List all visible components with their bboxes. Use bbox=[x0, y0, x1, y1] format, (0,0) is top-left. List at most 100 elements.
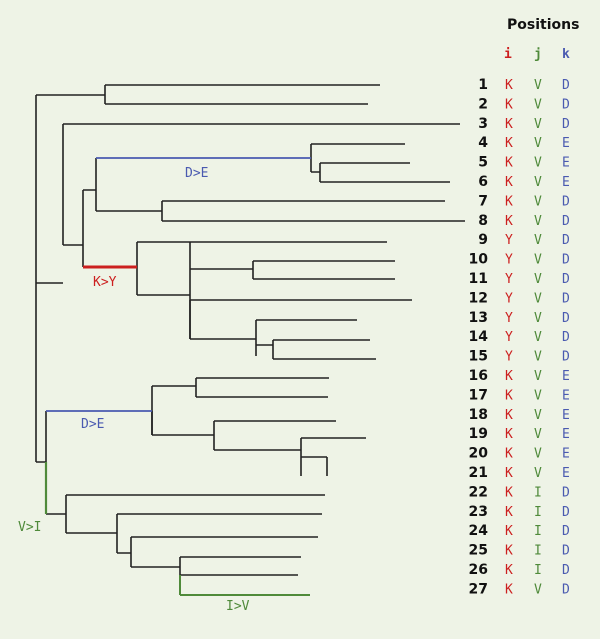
residue-i: K bbox=[505, 466, 513, 481]
node-4-8 bbox=[83, 158, 97, 211]
residue-j: V bbox=[534, 97, 542, 112]
leaf-number: 27 bbox=[469, 581, 488, 597]
residue-k: D bbox=[562, 485, 570, 500]
label-d-e-bottom: D>E bbox=[81, 417, 104, 432]
residue-j: V bbox=[534, 194, 542, 209]
residue-i: K bbox=[505, 582, 513, 597]
residue-k: D bbox=[562, 97, 570, 112]
clade-1-2 bbox=[36, 84, 380, 105]
leaf-number: 7 bbox=[478, 193, 488, 209]
leaf-number: 25 bbox=[469, 543, 488, 559]
residue-j: V bbox=[534, 330, 542, 345]
residue-i: K bbox=[505, 78, 513, 93]
residue-k: D bbox=[562, 350, 570, 365]
residue-i: K bbox=[505, 136, 513, 151]
tree-branches bbox=[35, 84, 465, 576]
residue-j: V bbox=[534, 466, 542, 481]
residue-j: V bbox=[534, 388, 542, 403]
residue-k: E bbox=[562, 388, 570, 403]
label-v-i: V>I bbox=[18, 520, 41, 535]
residue-j: V bbox=[534, 272, 542, 287]
positions-header: Positions bbox=[507, 17, 579, 33]
residue-k: D bbox=[562, 253, 570, 268]
residue-j: V bbox=[534, 253, 542, 268]
residue-j: V bbox=[534, 447, 542, 462]
residue-j: V bbox=[534, 233, 542, 248]
residue-k: D bbox=[562, 233, 570, 248]
leaf-number: 14 bbox=[469, 329, 489, 345]
leaf-number: 2 bbox=[478, 96, 488, 112]
residue-j: V bbox=[534, 311, 542, 326]
residue-i: K bbox=[505, 505, 513, 520]
leaf-number: 12 bbox=[469, 290, 488, 306]
clade-13-15 bbox=[190, 319, 376, 360]
leaf-number: 19 bbox=[469, 426, 488, 442]
leaf-number: 8 bbox=[478, 213, 488, 229]
residue-k: E bbox=[562, 427, 570, 442]
clade-7-8 bbox=[96, 200, 465, 222]
leaf-number: 23 bbox=[469, 504, 488, 520]
leaf-number: 3 bbox=[478, 116, 488, 132]
residue-i: Y bbox=[505, 233, 513, 248]
leaf-number: 11 bbox=[469, 271, 488, 287]
leaf-row: 7 K V D bbox=[478, 193, 570, 209]
residue-i: K bbox=[505, 214, 513, 229]
residue-j: I bbox=[534, 505, 542, 520]
residue-j: V bbox=[534, 136, 542, 151]
residue-k: D bbox=[562, 330, 570, 345]
clade-top-stem bbox=[36, 123, 460, 284]
node-9-15 bbox=[136, 241, 387, 295]
residue-i: Y bbox=[505, 330, 513, 345]
residue-k: E bbox=[562, 136, 570, 151]
node-lower bbox=[36, 411, 47, 514]
residue-j: V bbox=[534, 117, 542, 132]
residue-k: D bbox=[562, 194, 570, 209]
residue-j: V bbox=[534, 214, 542, 229]
leaf-number: 17 bbox=[469, 387, 488, 403]
leaf-number: 21 bbox=[469, 465, 488, 481]
clade-4-5-6 bbox=[310, 143, 450, 183]
node-25-27 bbox=[131, 556, 301, 576]
residue-k: D bbox=[562, 117, 570, 132]
node-top-inner bbox=[63, 190, 84, 267]
leaf-row: 14 Y V D bbox=[469, 329, 570, 345]
leaf-number: 6 bbox=[478, 174, 488, 190]
residue-j: V bbox=[534, 408, 542, 423]
residue-j: V bbox=[534, 582, 542, 597]
column-header-j: j bbox=[534, 47, 542, 62]
leaf-number: 26 bbox=[469, 562, 488, 578]
label-i-v: I>V bbox=[226, 599, 250, 614]
residue-i: K bbox=[505, 544, 513, 559]
residue-i: K bbox=[505, 175, 513, 190]
residue-k: D bbox=[562, 544, 570, 559]
residue-k: D bbox=[562, 291, 570, 306]
residue-i: K bbox=[505, 194, 513, 209]
residue-j: I bbox=[534, 485, 542, 500]
node-10-15 bbox=[137, 242, 191, 339]
clade-10-11 bbox=[190, 260, 395, 280]
residue-k: E bbox=[562, 175, 570, 190]
leaf-number: 13 bbox=[469, 310, 488, 326]
residue-i: K bbox=[505, 369, 513, 384]
residue-k: D bbox=[562, 505, 570, 520]
leaf-number: 18 bbox=[469, 407, 488, 423]
